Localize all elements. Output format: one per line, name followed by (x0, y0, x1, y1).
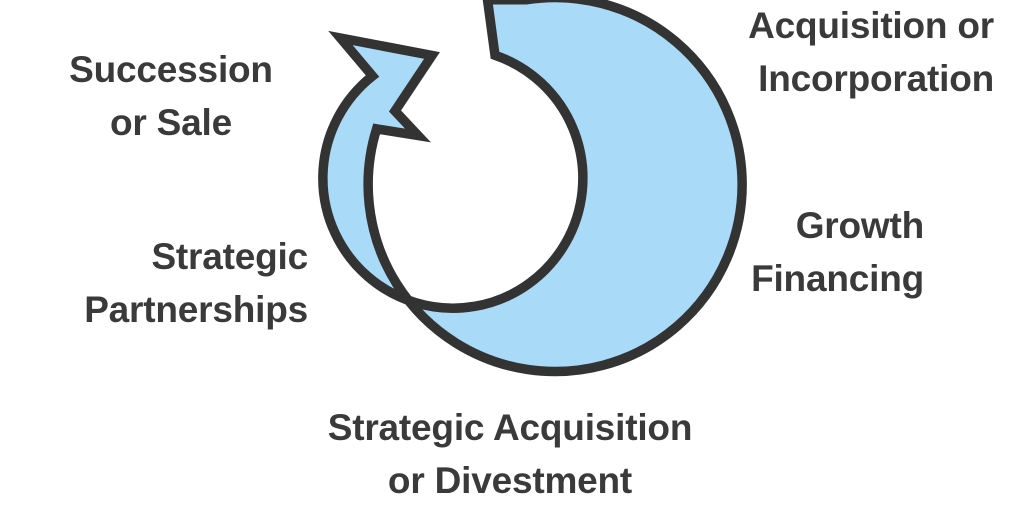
label-line-2: Incorporation (758, 57, 994, 99)
label-strategic-acquisition-or-divestment: Strategic Acquisition or Divestment (222, 402, 798, 507)
label-strategic-partnerships: Strategic Partnerships (18, 231, 308, 336)
label-line-1: Strategic (151, 236, 308, 277)
label-line-1: Succession (69, 49, 273, 90)
label-line-2: Financing (751, 257, 924, 299)
label-acquisition-or-incorporation: Acquisition or Incorporation (614, 0, 994, 105)
label-line-2: or Sale (110, 101, 232, 143)
label-line-1: Growth (795, 205, 924, 246)
label-line-2: Partnerships (84, 288, 308, 330)
cycle-arrow-icon (0, 0, 1024, 496)
cycle-arrow-shape (323, 0, 742, 372)
label-succession-or-sale: Succession or Sale (36, 44, 306, 149)
label-growth-financing: Growth Financing (706, 200, 924, 305)
label-line-2: or Divestment (387, 459, 633, 501)
label-line-1: Acquisition or (748, 5, 994, 46)
label-line-1: Strategic Acquisition (327, 407, 693, 448)
